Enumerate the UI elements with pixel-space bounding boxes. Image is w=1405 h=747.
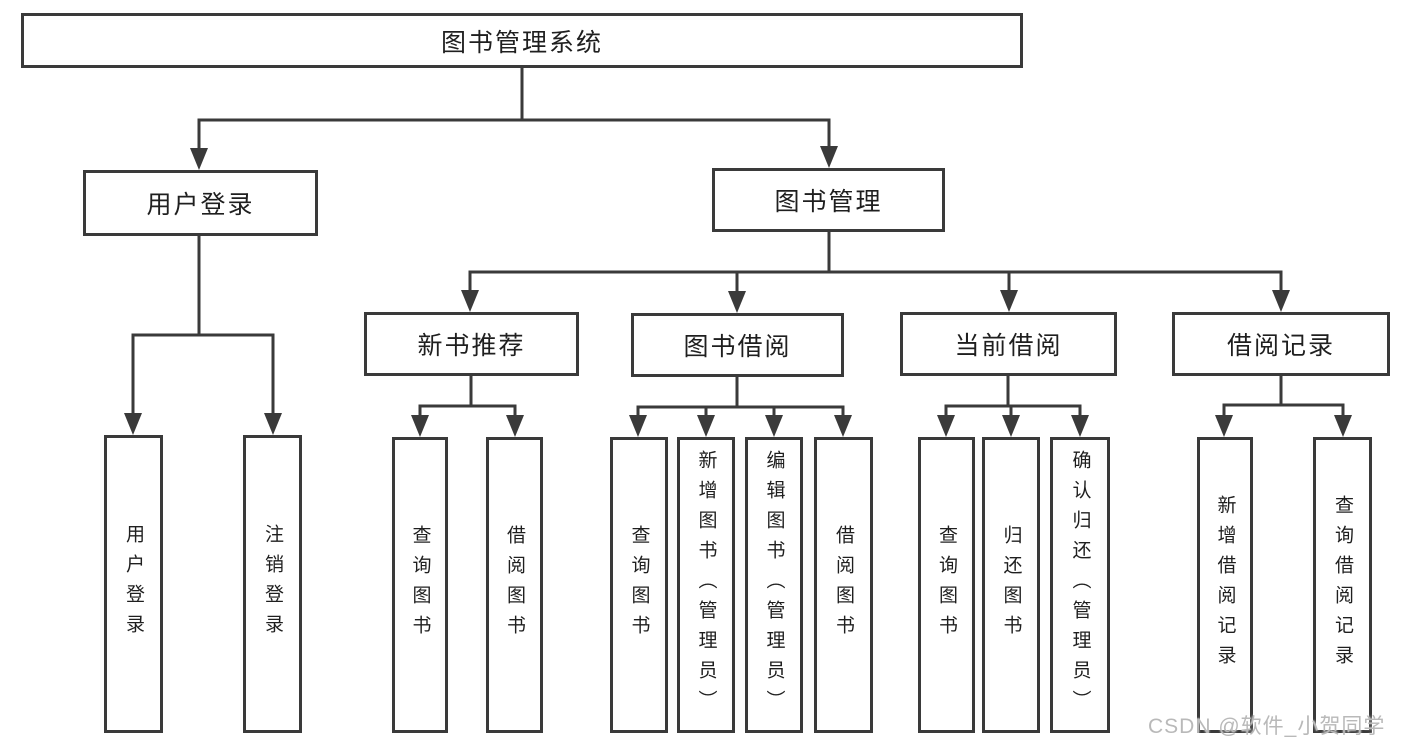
node-leaf-borrow-books: 借阅图书 bbox=[814, 437, 873, 733]
node-leaf-query-borrow-record: 查询借阅记录 bbox=[1313, 437, 1372, 733]
node-leaf-borrow-books-recommend: 借阅图书 bbox=[486, 437, 543, 733]
node-leaf-query-books-current: 查询图书 bbox=[918, 437, 975, 733]
node-leaf-add-books-admin: 新增图书（管理员） bbox=[677, 437, 735, 733]
node-book-management: 图书管理 bbox=[712, 168, 945, 232]
node-leaf-logout: 注销登录 bbox=[243, 435, 302, 733]
node-borrowing-records: 借阅记录 bbox=[1172, 312, 1390, 376]
node-leaf-return-books: 归还图书 bbox=[982, 437, 1040, 733]
csdn-watermark: CSDN @软件_小贺同学 bbox=[1148, 715, 1386, 738]
node-current-borrowing: 当前借阅 bbox=[900, 312, 1117, 376]
node-leaf-confirm-return-admin: 确认归还（管理员） bbox=[1050, 437, 1110, 733]
node-user-login: 用户登录 bbox=[83, 170, 318, 236]
node-leaf-query-books-borrowing: 查询图书 bbox=[610, 437, 668, 733]
arrowheads bbox=[124, 146, 1352, 437]
node-leaf-edit-books-admin: 编辑图书（管理员） bbox=[745, 437, 803, 733]
node-new-book-recommend: 新书推荐 bbox=[364, 312, 579, 376]
node-library-system: 图书管理系统 bbox=[21, 13, 1023, 68]
node-leaf-query-books-recommend: 查询图书 bbox=[392, 437, 448, 733]
node-book-borrowing: 图书借阅 bbox=[631, 313, 844, 377]
node-leaf-user-login: 用户登录 bbox=[104, 435, 163, 733]
node-leaf-add-borrow-record: 新增借阅记录 bbox=[1197, 437, 1253, 733]
